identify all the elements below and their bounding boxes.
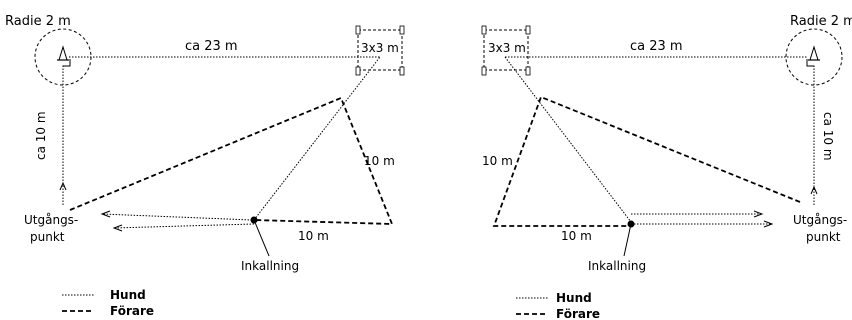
left-dog-diagonal <box>253 56 381 221</box>
right-distance-side-label: ca 10 m <box>821 112 835 161</box>
left-distance-side-label: ca 10 m <box>34 111 48 160</box>
right-square-area <box>483 29 529 71</box>
left-box-label: 3x3 m <box>361 41 399 55</box>
right-return-arrow-lower <box>763 220 774 228</box>
left-return-arrow-lower <box>112 224 123 232</box>
left-diagram: Radie 2 m ca 23 m 3x3 m ca 10 m 10 m 10 … <box>5 14 405 318</box>
right-radius-circle <box>785 28 843 86</box>
right-box-label: 3x3 m <box>488 41 526 55</box>
left-right-angle-marker <box>63 59 71 67</box>
left-post-markers <box>355 25 405 76</box>
left-cone-icon <box>57 45 69 61</box>
legend-hund-label: Hund <box>110 288 146 302</box>
right-right-angle-marker <box>806 59 814 67</box>
right-legend-hund-label: Hund <box>556 291 592 305</box>
right-return-arrow-upper <box>753 210 764 218</box>
left-call-point-label: Inkallning <box>241 259 299 273</box>
left-distance-right-label: 10 m <box>364 154 395 168</box>
left-call-point-leader <box>253 219 270 257</box>
right-legend-forare-label: Förare <box>556 307 600 320</box>
left-distance-bottom-label: 10 m <box>298 229 329 243</box>
right-start-label-line2: punkt <box>806 230 841 244</box>
right-distance-left-label: 10 m <box>482 154 513 168</box>
right-distance-top-label: ca 23 m <box>630 39 683 54</box>
left-start-label-line2: punkt <box>30 230 65 244</box>
right-post-markers <box>481 25 531 76</box>
left-return-arrow-upper <box>100 210 111 218</box>
left-radius-label: Radie 2 m <box>5 14 71 29</box>
legend-forare-label: Förare <box>110 304 154 318</box>
left-up-arrow <box>59 181 67 191</box>
right-call-point-leader <box>623 223 632 257</box>
left-return-upper <box>101 213 253 221</box>
right-handler-triangle <box>492 95 801 227</box>
right-distance-bottom-label: 10 m <box>561 229 592 243</box>
left-handler-triangle <box>69 96 394 225</box>
right-start-label-line1: Utgångs- <box>793 213 847 227</box>
left-return-lower <box>113 223 255 229</box>
left-distance-top-label: ca 23 m <box>185 39 238 54</box>
right-radius-label: Radie 2 m <box>790 14 852 29</box>
right-call-point-label: Inkallning <box>588 259 646 273</box>
right-diagram: Radie 2 m ca 23 m 3x3 m ca 10 m 10 m 10 … <box>481 14 852 320</box>
left-start-label-line1: Utgångs- <box>24 213 78 227</box>
right-up-arrow <box>810 185 818 195</box>
right-cone-icon <box>808 45 820 61</box>
left-square-area <box>357 29 403 71</box>
right-dog-diagonal <box>504 56 632 223</box>
